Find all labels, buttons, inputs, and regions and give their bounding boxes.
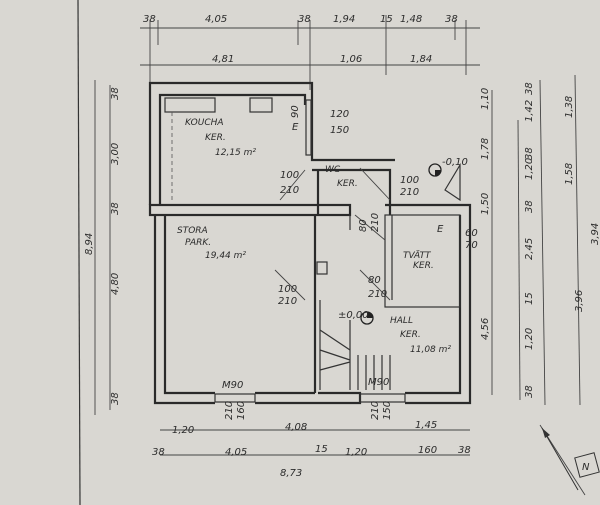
- dim-text: 38: [298, 14, 311, 25]
- dim-text: 1,48: [400, 14, 422, 25]
- label-text: 2,45: [524, 238, 535, 260]
- label-text: 1,45: [415, 420, 437, 431]
- dim-text: 1,94: [333, 14, 355, 25]
- label-text: 100: [280, 170, 299, 181]
- dim-text: 1,06: [340, 54, 362, 65]
- label-text: 120: [330, 109, 349, 120]
- chimney: [316, 261, 328, 275]
- label-text: 4,80: [110, 273, 121, 295]
- label-text: WC: [325, 165, 341, 175]
- dim-text: 4,81: [212, 54, 234, 65]
- label-text: 160: [418, 445, 437, 456]
- label-text: 210: [400, 187, 419, 198]
- label-text: 1,10: [480, 88, 491, 110]
- label-text: E: [437, 224, 444, 235]
- opening-labels: 120 150 100 210 100 210 80 210 60 70 100…: [222, 105, 478, 420]
- label-text: 4,08: [285, 422, 307, 433]
- label-text: 38: [524, 385, 535, 398]
- dim-text: 4,05: [205, 14, 227, 25]
- label-text: PARK.: [185, 238, 211, 248]
- room-labels: KOUCHA KER. 12,15 m² STORA PARK. 19,44 m…: [177, 118, 468, 355]
- label-text: 1,20: [172, 425, 194, 436]
- room-name-hall: HALL: [390, 316, 413, 326]
- label-text: 210: [368, 289, 387, 300]
- label-text: 100: [400, 175, 419, 186]
- stair-treads: [319, 329, 391, 390]
- dim-text: 38: [445, 14, 458, 25]
- label-text: 8,73: [280, 468, 302, 479]
- room-area-kitchen: 12,15 m²: [215, 148, 256, 158]
- north-arrow-icon: [542, 428, 550, 438]
- label-text: 15: [524, 292, 535, 305]
- label-text: KER.: [413, 261, 434, 271]
- label-text: 38: [110, 392, 121, 405]
- label-text: 150: [330, 125, 349, 136]
- dim-text: 15: [380, 14, 393, 25]
- label-text: 8,94: [84, 233, 95, 255]
- label-text: -0,10: [442, 157, 468, 168]
- right-dimensions: 1,10 1,78 1,50 4,56 38 1,42 38 1,20 38 2…: [480, 82, 600, 398]
- label-text: 1,50: [480, 193, 491, 215]
- label-text: 38: [152, 447, 165, 458]
- label-text: E: [292, 122, 299, 133]
- label-text: 15: [315, 444, 328, 455]
- label-text: 3,96: [574, 290, 585, 312]
- label-text: 38: [524, 200, 535, 213]
- label-text: 100: [278, 284, 297, 295]
- label-text: 90: [290, 105, 301, 118]
- label-text: ±0,00: [338, 310, 369, 321]
- label-text: 80: [368, 275, 381, 286]
- label-text: 210: [370, 401, 381, 420]
- label-text: 1,20: [524, 328, 535, 350]
- label-text: M90: [368, 377, 389, 388]
- top-dimensions: 38 4,05 38 1,94 15 1,48 38 4,81 1,06 1,8…: [143, 14, 458, 65]
- room-name-kitchen: KOUCHA: [185, 118, 224, 128]
- label-text: 4,56: [480, 318, 491, 340]
- label-text: 210: [370, 213, 381, 232]
- sheet-border: [77, 0, 81, 505]
- label-text: 150: [382, 401, 393, 420]
- label-text: KER.: [205, 133, 226, 143]
- label-text: 1,78: [480, 138, 491, 160]
- label-text: 38: [110, 202, 121, 215]
- room-name-living: STORA: [177, 226, 208, 236]
- label-text: 210: [278, 296, 297, 307]
- label-text: KER.: [400, 330, 421, 340]
- dimension-lines: [94, 15, 586, 496]
- label-text: TVÄTT: [403, 250, 432, 261]
- dim-text: 1,84: [410, 54, 432, 65]
- label-text: 38: [110, 87, 121, 100]
- label-text: 3,94: [590, 223, 600, 245]
- label-text: 38: [524, 147, 535, 160]
- label-text: 70: [465, 240, 478, 251]
- label-text: 210: [224, 401, 235, 420]
- label-text: N: [582, 462, 590, 473]
- label-text: 80: [358, 219, 369, 232]
- bottom-dimensions: 1,20 4,08 1,45 38 4,05 15 1,20 160 38 8,…: [152, 420, 471, 479]
- left-dimensions: 38 3,00 38 4,80 38 8,94: [84, 87, 121, 405]
- label-text: KER.: [337, 179, 358, 189]
- label-text: 1,38: [564, 96, 575, 118]
- room-area-living: 19,44 m²: [205, 251, 246, 261]
- label-text: 1,20: [345, 447, 367, 458]
- dim-text: 38: [143, 14, 156, 25]
- label-text: 160: [236, 401, 247, 420]
- label-text: 210: [280, 185, 299, 196]
- label-text: 4,05: [225, 447, 247, 458]
- label-text: 3,00: [110, 143, 121, 165]
- label-text: 38: [458, 445, 471, 456]
- label-text: 38: [524, 82, 535, 95]
- label-text: 1,42: [524, 100, 535, 122]
- room-area-hall: 11,08 m²: [410, 345, 451, 355]
- label-text: 60: [465, 228, 478, 239]
- north-arrow: N: [541, 427, 600, 491]
- label-text: 1,20: [524, 158, 535, 180]
- walls: [148, 81, 472, 405]
- label-text: 1,58: [564, 163, 575, 185]
- label-text: M90: [222, 380, 243, 391]
